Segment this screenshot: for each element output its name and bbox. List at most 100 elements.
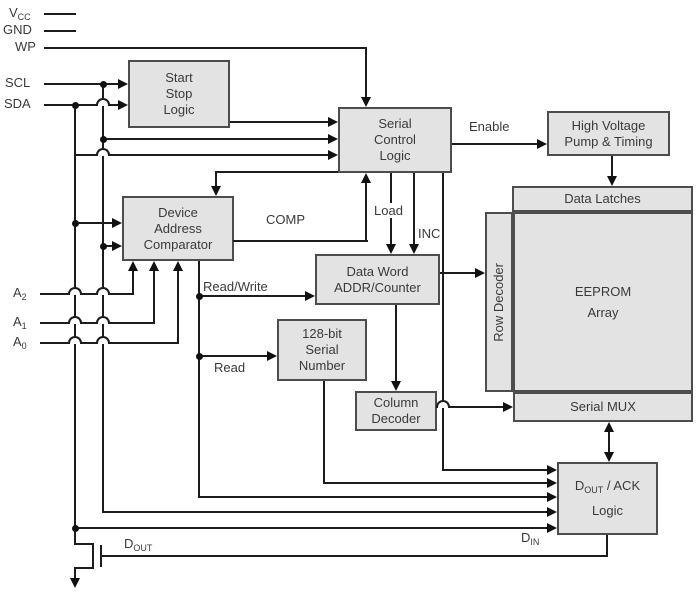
block-label-line: Logic bbox=[379, 148, 411, 163]
arrowhead bbox=[537, 139, 547, 149]
block-label-line: Data Word bbox=[346, 263, 409, 279]
block-label-line: Array bbox=[587, 304, 619, 320]
comp-signal-label: COMP bbox=[266, 212, 305, 227]
block-label-line: Data Latches bbox=[564, 191, 641, 206]
block-label-line: ADDR/Counter bbox=[334, 279, 421, 295]
arrowhead bbox=[328, 150, 338, 160]
wire-hop bbox=[96, 98, 110, 106]
scl-pin-label: SCL bbox=[5, 75, 31, 90]
block-start-stop-logic: Start Stop Logic bbox=[128, 60, 230, 128]
block-device-address-comparator: Device Address Comparator bbox=[122, 196, 234, 261]
arrowhead bbox=[604, 452, 614, 462]
block-serial-mux: Serial MUX bbox=[513, 392, 693, 422]
wire-hop bbox=[96, 336, 110, 344]
a0-pin-label: A0 bbox=[13, 334, 27, 351]
arrowhead bbox=[149, 261, 159, 271]
wire-hop bbox=[68, 287, 82, 295]
scl-to-control-line bbox=[102, 138, 328, 140]
wire-hop bbox=[436, 400, 450, 408]
arrowhead bbox=[547, 507, 557, 517]
read-signal-label: Read bbox=[214, 360, 246, 375]
startstop-to-control-line bbox=[230, 121, 328, 123]
arrowhead bbox=[607, 176, 617, 186]
arrowhead bbox=[128, 261, 138, 271]
ground-line bbox=[74, 567, 76, 578]
junction-dot bbox=[100, 136, 107, 143]
block-label-line: Stop bbox=[165, 86, 193, 101]
arrowhead bbox=[547, 523, 557, 533]
arrowhead bbox=[386, 244, 396, 254]
junction-dot bbox=[72, 102, 79, 109]
enable-line bbox=[452, 143, 537, 145]
wire-hop bbox=[68, 336, 82, 344]
junction-dot bbox=[100, 243, 107, 250]
block-label-line: Serial bbox=[305, 342, 339, 357]
block-dout-ack-logic: DOUT / ACK Logic bbox=[557, 462, 658, 535]
transistor-drain-line bbox=[74, 543, 94, 545]
wire-hop bbox=[96, 148, 110, 156]
a0-line-v bbox=[177, 271, 179, 344]
scl-to-doutack-line bbox=[102, 511, 547, 513]
arrowhead bbox=[211, 186, 221, 196]
pin-sub-text: IN bbox=[530, 537, 540, 547]
dout-gate-line bbox=[102, 555, 608, 557]
arrowhead bbox=[409, 244, 419, 254]
junction-dot bbox=[100, 81, 107, 88]
junction-dot bbox=[72, 525, 79, 532]
arrowhead bbox=[475, 268, 485, 278]
block-label-line: Address bbox=[154, 220, 202, 236]
block-label-line: Serial bbox=[378, 116, 412, 131]
pin-sub-text: 2 bbox=[21, 292, 27, 302]
block-label-line: DOUT / ACK bbox=[575, 478, 640, 498]
arrowhead bbox=[112, 241, 122, 251]
block-data-word-addr-counter: Data Word ADDR/Counter bbox=[315, 254, 440, 305]
pin-sub-text: CC bbox=[17, 12, 31, 22]
read-write-to-doutack-line bbox=[198, 496, 547, 498]
wp-pin-label: WP bbox=[15, 39, 36, 54]
dout-rest-text: / ACK bbox=[603, 478, 641, 493]
arrowhead bbox=[118, 79, 128, 89]
block-label-line: Start bbox=[165, 70, 193, 85]
block-column-decoder: Column Decoder bbox=[355, 391, 437, 431]
arrowhead bbox=[361, 173, 371, 183]
a2-line-h bbox=[40, 293, 134, 295]
block-label-line: Number bbox=[298, 358, 346, 373]
arrowhead bbox=[547, 478, 557, 488]
arrowhead bbox=[118, 100, 128, 110]
gnd-stub-line bbox=[44, 30, 76, 32]
pump-to-latches-line bbox=[611, 156, 613, 176]
pin-base-text: A bbox=[13, 285, 22, 300]
junction-dot bbox=[72, 220, 79, 227]
block-label-line: Device bbox=[158, 204, 198, 220]
pin-base-text: D bbox=[521, 530, 531, 545]
block-label-line: EEPROM bbox=[574, 283, 632, 299]
transistor-channel-bar bbox=[92, 543, 94, 569]
block-serial-control-logic: Serial Control Logic bbox=[338, 107, 452, 173]
pin-sub-text: 0 bbox=[21, 341, 27, 351]
vcc-stub-line bbox=[44, 13, 76, 15]
block-label-line: High Voltage bbox=[571, 117, 646, 133]
comp-line-v bbox=[365, 183, 367, 242]
block-row-decoder: Row Decoder bbox=[485, 212, 513, 392]
arrowhead bbox=[267, 351, 277, 361]
control-to-comparator-line-h bbox=[215, 171, 338, 173]
inc-line bbox=[413, 173, 415, 244]
sda-pin-line bbox=[44, 104, 118, 106]
serialnumber-to-doutack-line-v bbox=[323, 381, 325, 484]
junction-dot bbox=[196, 293, 203, 300]
read-write-signal-label: Read/Write bbox=[203, 279, 268, 294]
pin-sub-text: OUT bbox=[133, 543, 153, 553]
vcc-pin-label: VCC bbox=[9, 5, 31, 22]
inc-signal-label: INC bbox=[418, 226, 441, 241]
scl-bus-line-v bbox=[102, 83, 104, 513]
sda-to-comparator-line bbox=[74, 222, 112, 224]
block-eeprom-array: EEPROM Array bbox=[513, 212, 693, 392]
transistor-gate-bar bbox=[100, 545, 102, 567]
arrowhead bbox=[305, 291, 315, 301]
read-write-to-addr-line bbox=[198, 295, 305, 297]
pin-base-text: A bbox=[13, 334, 22, 349]
block-data-latches: Data Latches bbox=[512, 186, 693, 212]
sda-to-doutack-line bbox=[74, 527, 547, 529]
arrowhead bbox=[604, 422, 614, 432]
block-label-line: 128-bit bbox=[302, 326, 342, 341]
